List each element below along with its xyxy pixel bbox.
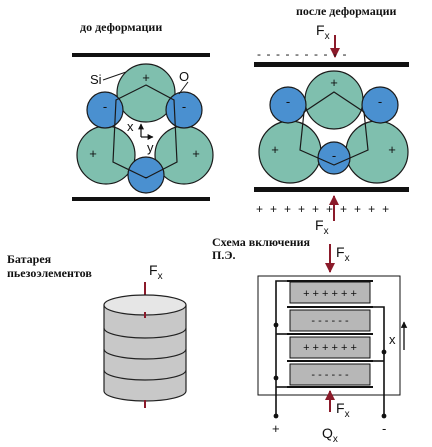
force-label-bottom: Fx xyxy=(315,217,329,237)
sign-after-si-top: + xyxy=(330,75,338,90)
o-atom xyxy=(269,86,307,124)
before-deformation-panel xyxy=(72,53,214,201)
title-battery-line1: Батарея xyxy=(7,252,52,266)
o-atom xyxy=(86,91,124,129)
force-label-battery: Fx xyxy=(149,262,163,282)
si-pointer xyxy=(102,71,127,81)
wire-plus xyxy=(275,280,287,416)
si-atom xyxy=(345,120,409,184)
plate-charges-negative: ---------- xyxy=(257,47,352,61)
axis-y-label: y xyxy=(147,140,154,155)
battery-seam xyxy=(103,327,187,339)
sign-before-si-left: + xyxy=(89,146,97,161)
force-label-circuit-top: Fx xyxy=(336,244,350,264)
sign-after-o-right: - xyxy=(378,94,382,109)
o-atom xyxy=(127,156,165,194)
force-label-circuit-bottom: Fx xyxy=(336,400,350,420)
top-plate xyxy=(72,53,210,57)
connection-circuit xyxy=(257,244,408,419)
force-label-top: Fx xyxy=(316,22,330,42)
sign-after-o-bottom: - xyxy=(332,148,336,163)
element-4-signs: - - - - - - xyxy=(311,369,349,381)
junction-dot xyxy=(273,322,279,328)
plate-charges-positive: ++++++++++ xyxy=(256,202,396,216)
si-atom xyxy=(76,125,136,185)
piezo-element xyxy=(289,336,371,359)
element-1-signs: + + + + + + xyxy=(303,288,357,300)
si-atom xyxy=(116,63,176,123)
piezo-battery xyxy=(103,282,187,408)
o-atom xyxy=(361,86,399,124)
sign-before-si-top: + xyxy=(142,70,150,85)
junction-dot xyxy=(273,413,279,419)
bottom-plate xyxy=(254,187,409,192)
si-atom xyxy=(258,120,322,184)
si-label: Si xyxy=(90,72,102,87)
battery-body xyxy=(103,305,187,402)
charge-label: Qx xyxy=(322,425,338,445)
sign-before-o-bottom: - xyxy=(144,169,148,184)
plus-terminal: + xyxy=(272,421,280,436)
piezo-element xyxy=(289,363,371,386)
hexagon-bonds xyxy=(299,91,369,166)
sign-before-o-right: - xyxy=(182,99,186,114)
element-3-signs: + + + + + + xyxy=(303,342,357,354)
element-2-signs: - - - - - - xyxy=(311,315,349,327)
after-deformation-panel xyxy=(254,35,409,221)
junction-dot xyxy=(273,375,279,381)
title-battery-line2: пьезоэлементов xyxy=(7,266,92,280)
title-after-deformation: после деформации xyxy=(296,4,397,18)
piezo-element xyxy=(289,309,371,332)
hexagon-bonds xyxy=(112,84,178,179)
o-label: O xyxy=(179,69,189,84)
junction-dot xyxy=(381,349,387,355)
title-circuit-line2: П.Э. xyxy=(212,248,236,262)
x-axis-label: x xyxy=(389,332,396,347)
bottom-plate xyxy=(72,197,210,201)
sign-after-o-left: - xyxy=(286,94,290,109)
axis-x-label: x xyxy=(127,119,134,134)
sign-after-si-right: + xyxy=(388,142,396,157)
wire-minus xyxy=(373,306,385,416)
title-before-deformation: до деформации xyxy=(80,20,163,34)
sign-before-o-left: - xyxy=(103,99,107,114)
sign-before-si-right: + xyxy=(192,146,200,161)
o-pointer xyxy=(178,81,189,95)
minus-terminal: - xyxy=(382,421,386,436)
text-symbols: Si O x y + + + - - - Fx ---------- + + +… xyxy=(89,22,396,445)
battery-seam xyxy=(103,369,187,381)
junction-dot xyxy=(381,413,387,419)
top-plate xyxy=(254,62,409,67)
title-circuit-line1: Схема включения xyxy=(212,235,311,249)
battery-seam xyxy=(103,348,187,360)
sign-after-si-left: + xyxy=(271,142,279,157)
